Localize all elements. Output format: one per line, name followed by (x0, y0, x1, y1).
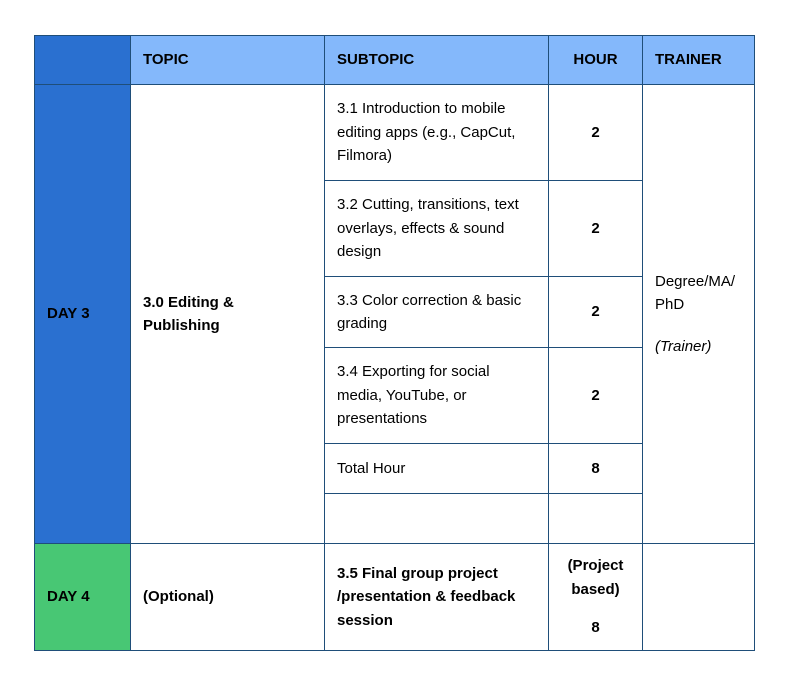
day4-hour-value: 8 (591, 619, 600, 637)
header-row: TOPIC SUBTOPIC HOUR TRAINER (34, 35, 755, 85)
hour-cell: 2 (548, 276, 643, 348)
day3-trainer: Degree/MA/ PhD (Trainer) (642, 84, 755, 544)
trainer-qualification: Degree/MA/ PhD (655, 272, 736, 314)
day4-subtopic: 3.5 Final group project /presentation & … (324, 543, 549, 651)
header-topic: TOPIC (130, 35, 325, 85)
total-hour: 8 (548, 443, 643, 494)
table-row: 3.4 Exporting for social media, YouTube,… (35, 347, 755, 444)
hour-cell: 2 (548, 347, 643, 444)
header-subtopic: SUBTOPIC (324, 35, 549, 85)
header-trainer: TRAINER (642, 35, 755, 85)
table-row: DAY 3 3.0 Editing & Publishing 3.1 Intro… (34, 84, 755, 544)
header-hour: HOUR (548, 35, 643, 85)
day3-topic: 3.0 Editing & Publishing (130, 84, 325, 544)
day3-label: DAY 3 (34, 84, 131, 544)
total-label: Total Hour (324, 443, 549, 494)
hour-cell: 2 (548, 84, 643, 181)
empty-row (35, 493, 755, 544)
subtopic-cell: 3.3 Color correction & basic grading (324, 276, 549, 348)
subtopic-cell: 3.4 Exporting for social media, YouTube,… (324, 347, 549, 444)
training-schedule-table: TOPIC SUBTOPIC HOUR TRAINER DAY 3 3.0 Ed… (34, 35, 755, 651)
day4-label: DAY 4 (34, 543, 131, 651)
day4-hour-note: (Project based) (567, 557, 624, 598)
header-day (34, 35, 131, 85)
subtopic-cell (324, 493, 549, 544)
day4-trainer (642, 543, 755, 651)
day4-row: DAY 4 (Optional) 3.5 Final group project… (34, 543, 755, 651)
hour-cell (548, 493, 643, 544)
day4-hour: (Project based) 8 (548, 543, 643, 651)
subtopic-cell: 3.2 Cutting, transitions, text overlays,… (324, 180, 549, 277)
day4-topic: (Optional) (130, 543, 325, 651)
total-row: Total Hour 8 (35, 443, 755, 494)
subtopic-cell: 3.1 Introduction to mobile editing apps … (324, 84, 549, 181)
trainer-role: (Trainer) (655, 337, 712, 355)
hour-cell: 2 (548, 180, 643, 277)
table-row: 3.2 Cutting, transitions, text overlays,… (35, 180, 755, 277)
table-row: 3.3 Color correction & basic grading 2 (35, 276, 755, 348)
